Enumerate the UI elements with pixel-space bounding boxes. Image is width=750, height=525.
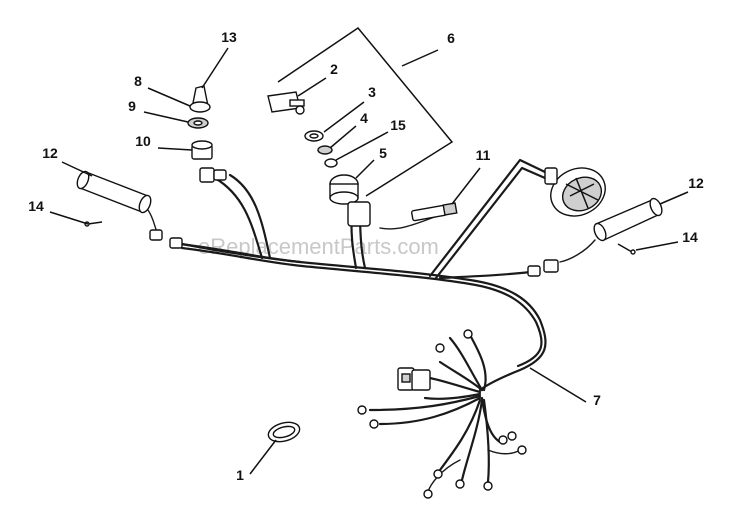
wire-fan-5 <box>423 392 482 400</box>
wire-fan-7 <box>378 396 482 426</box>
callout-c3: 3 <box>368 84 376 100</box>
group-bracket-6 <box>277 26 454 197</box>
wire-headlight-branch-2 <box>434 166 547 280</box>
pin-right <box>617 243 636 255</box>
connector-11 <box>411 202 458 222</box>
plug-right <box>527 259 559 277</box>
wire-fan-11 <box>482 398 490 484</box>
wire-headlight-branch <box>428 158 547 278</box>
callout-c9: 9 <box>128 98 136 114</box>
callout-c5: 5 <box>379 145 387 161</box>
wire-fan-4 <box>428 376 482 394</box>
wire-tie <box>267 421 301 443</box>
switch-washer <box>317 145 333 155</box>
headlight <box>544 167 606 217</box>
wire-fan-10 <box>460 398 484 482</box>
ignition-switch <box>329 174 371 227</box>
callout-c4: 4 <box>360 110 368 126</box>
callout-c14a: 14 <box>28 198 44 214</box>
ignition-assembly <box>187 85 227 183</box>
leader-6 <box>401 49 439 67</box>
harness-trunk-inner <box>180 246 543 368</box>
callout-c14b: 14 <box>682 229 698 245</box>
wire-fan-12 <box>487 449 521 455</box>
wire-fan-3 <box>468 333 487 392</box>
pin-left <box>84 221 103 227</box>
wire-fan-6 <box>368 394 482 412</box>
harness-trunk <box>178 242 547 392</box>
callout-c8: 8 <box>134 73 142 89</box>
wire-ignition-branch <box>228 173 272 260</box>
plug-left <box>169 237 183 249</box>
wire-fan-8 <box>480 396 502 444</box>
wire-left-branch <box>180 242 302 264</box>
wire-sleeve-right <box>593 197 663 242</box>
wire-fan-1 <box>438 360 484 392</box>
callout-c10: 10 <box>135 133 151 149</box>
wire-fan-2 <box>448 336 484 392</box>
callout-c13: 13 <box>221 29 237 45</box>
ignition-key <box>267 91 305 115</box>
callout-c2: 2 <box>330 61 338 77</box>
callout-c15: 15 <box>390 117 406 133</box>
switch-lockwasher <box>324 158 338 168</box>
callout-c12b: 12 <box>688 175 704 191</box>
callout-c7: 7 <box>593 392 601 408</box>
wire-right-branch <box>438 270 532 280</box>
wire-fan-9 <box>438 398 482 472</box>
callout-c11: 11 <box>476 147 491 163</box>
wire-ignition-branch-2 <box>213 176 264 260</box>
switch-nut <box>304 130 324 142</box>
callout-c12a: 12 <box>42 145 58 161</box>
callout-c1: 1 <box>236 467 244 483</box>
callout-c6: 6 <box>447 30 455 46</box>
wire-sleeve-left <box>76 170 163 241</box>
multi-pin-connector <box>397 367 431 391</box>
leader-lines <box>49 47 689 475</box>
wire-right-pigtail <box>559 239 596 263</box>
ring-terminals <box>357 329 527 499</box>
